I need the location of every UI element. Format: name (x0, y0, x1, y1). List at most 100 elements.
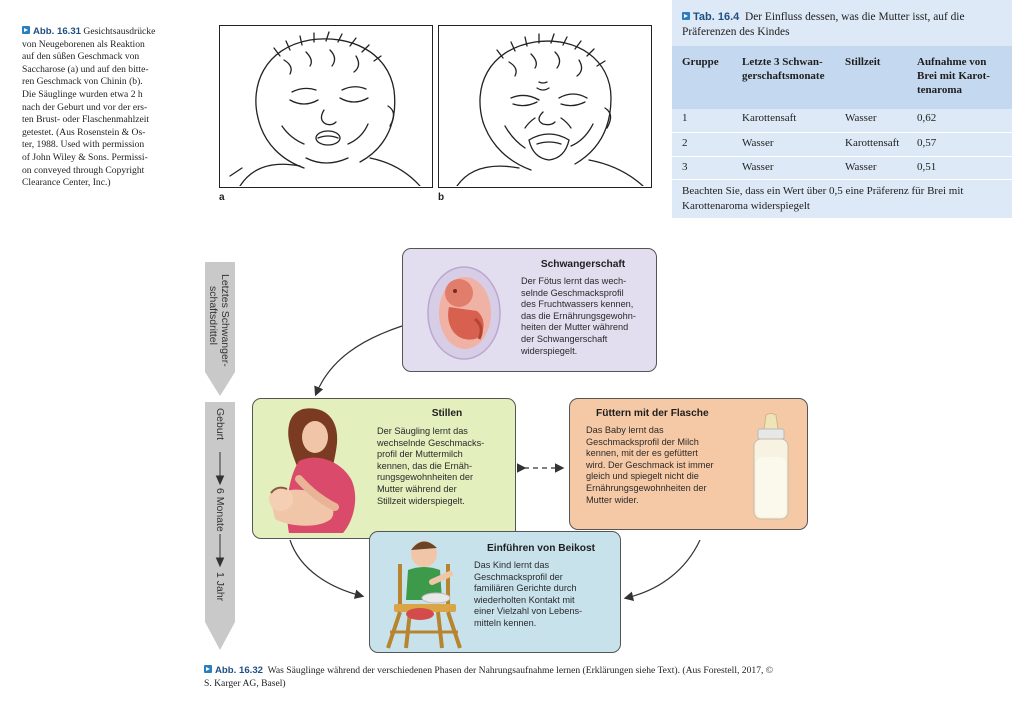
text-line: profil der Muttermilch (377, 449, 463, 460)
table-16-4: Tab. 16.4 Der Einfluss dessen, was die M… (672, 0, 1012, 218)
bottle-feeding-title: Füttern mit der Flasche (596, 408, 709, 419)
caption-line: Saccharose (a) und auf den bitte- (22, 63, 149, 75)
text-line: Ernährungsgewohnheiten der (586, 482, 707, 493)
text-line: mitteln kennen. (474, 617, 537, 628)
text-line: wird. Der Geschmack ist immer (586, 459, 714, 470)
cell-breastfeeding: Wasser (845, 161, 877, 173)
pregnancy-text: Der Fötus lernt das wech- selnde Geschma… (521, 276, 653, 357)
baby-bottle-icon (753, 413, 789, 520)
text-line: widerspiegelt. (521, 345, 578, 356)
fetus-icon (427, 266, 501, 360)
column-header-intake: Aufnahme von Brei mit Karot- tenaroma (917, 55, 990, 97)
caption-line: getestet. (Aus Rosenstein & Os- (22, 126, 146, 138)
cell-breastfeeding: Wasser (845, 112, 877, 124)
footnote-line: Karottenaroma widerspiegelt (682, 200, 810, 212)
figure-16-32-caption: Abb. 16.32 Was Säuglinge während der ver… (204, 664, 814, 690)
solid-food-box: Einführen von Beikost Das Kind lernt das… (369, 531, 621, 653)
cell-group: 3 (682, 161, 688, 173)
text-line: Geschmacksprofil der (474, 571, 563, 582)
cell-pregnancy: Karottensaft (742, 112, 797, 124)
text-line: rungsgewohnheiten der (377, 472, 474, 483)
text-line: des Fruchtwassers kennen, (521, 299, 634, 310)
text-line: wechselnde Geschmacks- (377, 437, 485, 448)
text-line: Das Baby lernt das (586, 425, 664, 435)
header-line: gerschaftsmonate (742, 70, 825, 82)
bitter-reaction-drawing (438, 25, 652, 188)
text-line: der Schwangerschaft (521, 333, 608, 344)
cell-intake: 0,57 (917, 137, 937, 149)
table-header-row: Gruppe Letzte 3 Schwan- gerschaftsmonate… (672, 46, 1012, 109)
text-line: Der Säugling lernt das (377, 426, 468, 436)
table-title-line: Tab. 16.4 Der Einfluss dessen, was die M… (682, 10, 1002, 25)
table-title: Tab. 16.4 Der Einfluss dessen, was die M… (682, 10, 1002, 40)
row-divider (672, 179, 1012, 180)
pregnancy-title: Schwangerschaft (540, 259, 626, 270)
text-line: einer Vielzahl von Lebens- (474, 606, 583, 617)
cell-intake: 0,62 (917, 112, 937, 124)
caption-line: on conveyed through Copyright (22, 164, 145, 176)
timeline-arrow-icon (205, 262, 235, 650)
text-line: Geschmacksprofil der Milch (586, 436, 699, 447)
caption-line: auf den süßen Geschmack von (22, 51, 140, 63)
caption-line: of John Wiley & Sons. Permissi- (22, 151, 148, 163)
header-line: Aufnahme von (917, 56, 987, 68)
caption-line: Abb. 16.32 Was Säuglinge während der ver… (204, 664, 814, 677)
caption-line: nach der Geburt und vor der ers- (22, 101, 148, 113)
table-label: Tab. 16.4 (693, 11, 740, 23)
header-line: tenaroma (917, 84, 963, 96)
cell-pregnancy: Wasser (742, 161, 774, 173)
figure-badge-icon (204, 665, 212, 673)
caption-text: Was Säuglinge während der verschiedenen … (267, 665, 774, 676)
column-header-breastfeeding: Stillzeit (845, 56, 881, 68)
table-title-line: Präferenzen des Kindes (682, 26, 790, 38)
cell-pregnancy: Wasser (742, 137, 774, 149)
header-line: Letzte 3 Schwan- (742, 56, 823, 68)
caption-text: Gesichtsausdrücke (83, 26, 156, 37)
text-line: kennen, mit der es gefüttert (586, 448, 698, 459)
text-line: wiederholten Kontakt mit (474, 594, 575, 605)
text-line: familiären Gerichte durch (474, 583, 577, 594)
column-header-group: Gruppe (682, 56, 719, 68)
cell-intake: 0,51 (917, 161, 937, 173)
caption-line: Clearance Center, Inc.) (22, 177, 111, 189)
breastfeeding-title: Stillen (431, 408, 463, 419)
cell-breastfeeding: Karottensaft (845, 137, 900, 149)
bottle-feeding-text: Das Baby lernt das Geschmacksprofil der … (586, 425, 746, 506)
caption-line: ter, 1988. Used with permission (22, 139, 145, 151)
text-line: Das Kind lernt das (474, 560, 550, 570)
table-title-text: Der Einfluss dessen, was die Mutter isst… (744, 11, 965, 23)
cell-group: 2 (682, 137, 688, 149)
timeline-arrow: Letztes Schwanger- schaftsdrittel Geburt… (204, 262, 236, 650)
text-line: kennen, das die Ernäh- (377, 460, 473, 471)
solid-food-title: Einführen von Beikost (486, 543, 596, 554)
text-line: Stillzeit widerspiegelt. (377, 495, 465, 506)
text-line: Mutter während der (377, 483, 457, 494)
column-header-pregnancy: Letzte 3 Schwan- gerschaftsmonate (742, 55, 824, 83)
breastfeeding-mother-icon (269, 408, 356, 533)
text-line: Mutter wider. (586, 494, 639, 505)
caption-line: ren Geschmack von Chinin (b). (22, 76, 143, 88)
figure-16-31-caption: Abb. 16.31 Gesichtsausdrücke von Neugebo… (22, 26, 192, 190)
header-line: Brei mit Karot- (917, 70, 990, 82)
content-baby-face-icon (229, 31, 421, 187)
child-in-highchair-icon (386, 541, 462, 649)
text-line: selnde Geschmacksprofil (521, 287, 624, 298)
caption-line: S. Karger AG, Basel) (204, 678, 286, 689)
text-line: gleich und spiegelt nicht die (586, 471, 699, 482)
row-divider (672, 132, 1012, 133)
figure-badge-icon (22, 26, 30, 34)
solid-food-text: Das Kind lernt das Geschmacksprofil der … (474, 560, 616, 630)
row-divider (672, 156, 1012, 157)
figure-label: Abb. 16.32 (215, 665, 263, 676)
panel-label-a: a (219, 192, 225, 203)
figure-label: Abb. 16.31 (33, 26, 81, 37)
bottle-feeding-box: Füttern mit der Flasche Das Baby lernt d… (569, 398, 808, 530)
sweet-reaction-drawing (219, 25, 433, 188)
panel-label-b: b (438, 192, 445, 203)
caption-line: Abb. 16.31 Gesichtsausdrücke (22, 26, 192, 39)
text-line: das die Ernährungsgewohn- (521, 310, 636, 321)
text-line: Der Fötus lernt das wech- (521, 276, 627, 286)
table-badge-icon (682, 12, 690, 20)
caption-line: ten Brust- oder Flaschenmahlzeit (22, 114, 150, 126)
